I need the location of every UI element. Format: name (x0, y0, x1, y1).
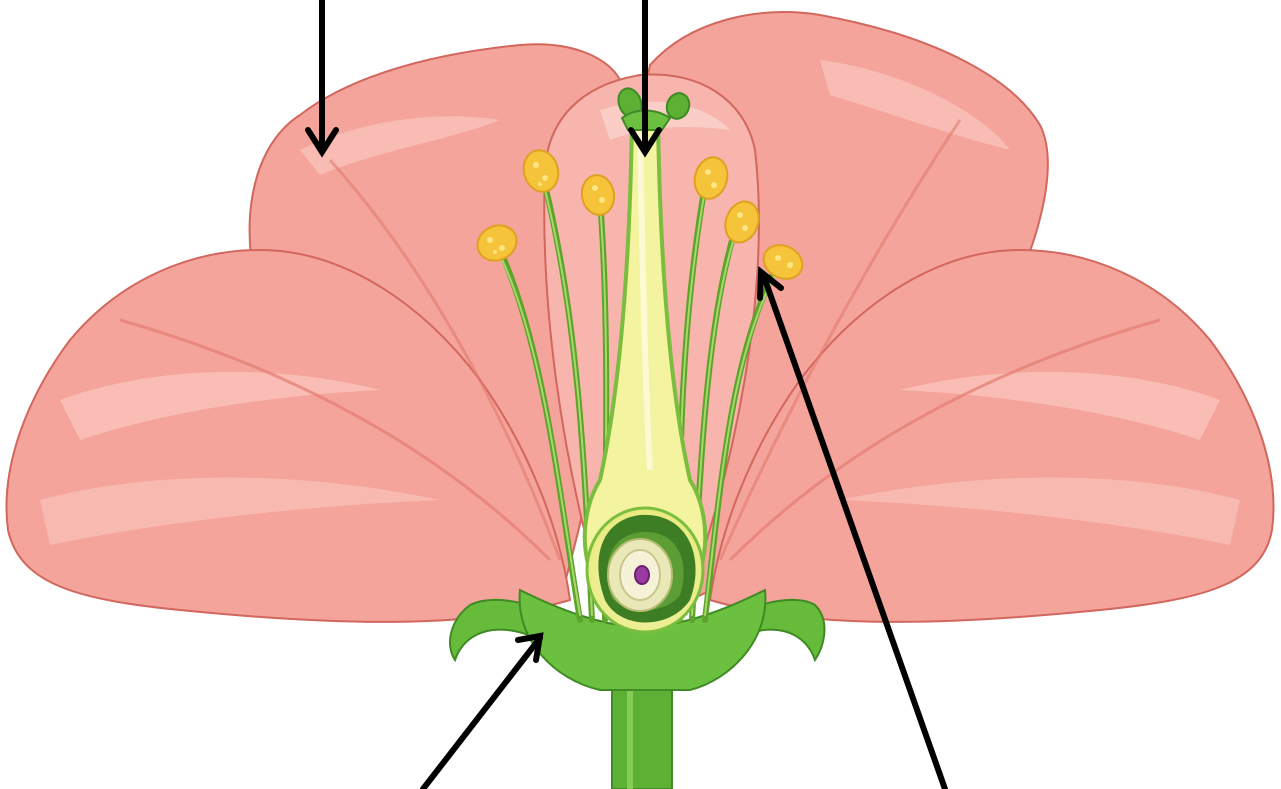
stem (612, 680, 672, 789)
ovule-nucleus (635, 566, 649, 584)
arrow-receptacle (423, 636, 540, 789)
ovary (587, 508, 703, 632)
